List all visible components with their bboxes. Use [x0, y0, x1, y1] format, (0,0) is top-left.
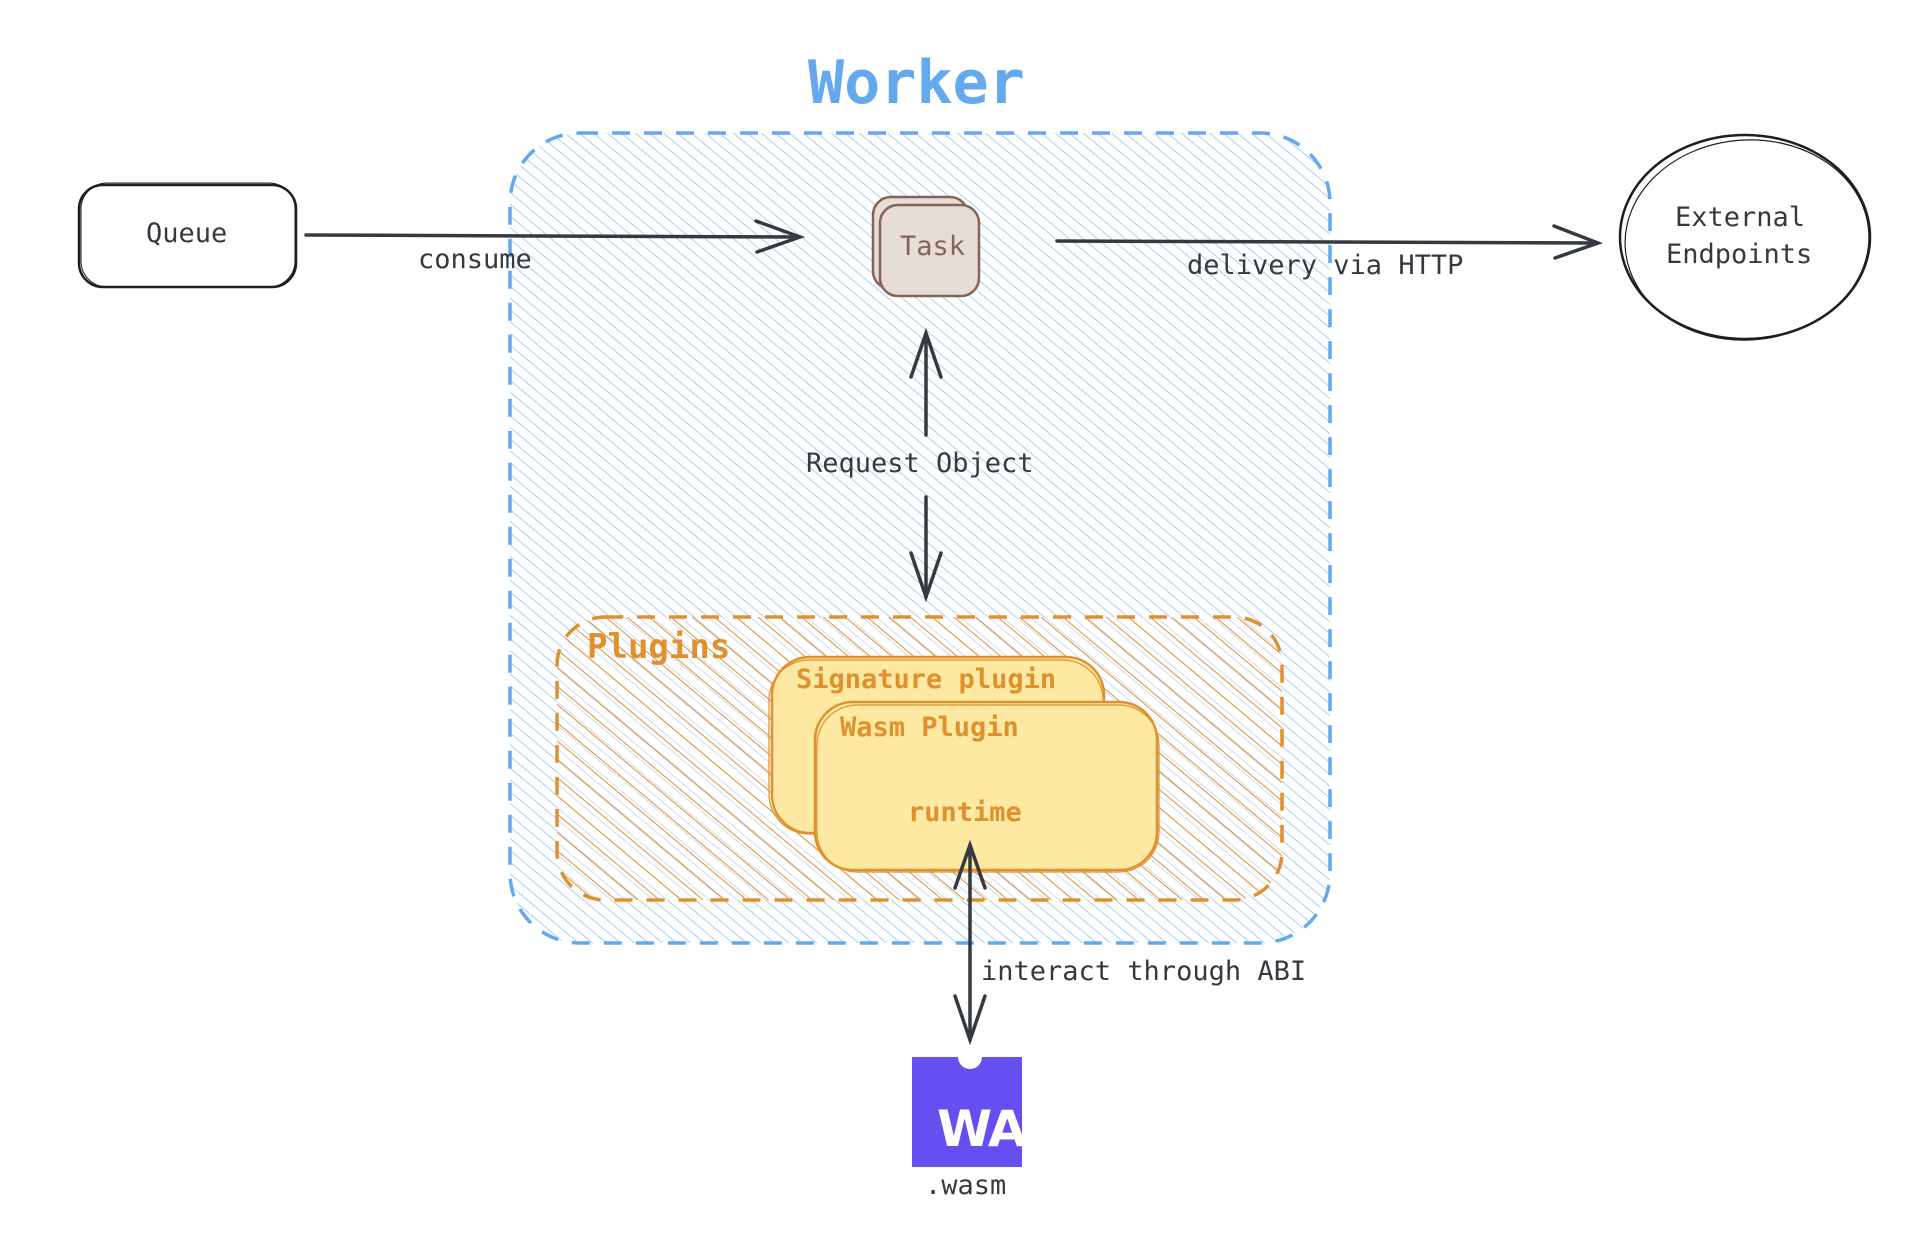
wasm-file-label: .wasm — [925, 1170, 1007, 1201]
wasm-logo-text: WA — [937, 1100, 1027, 1158]
abi-label: interact through ABI — [981, 956, 1307, 987]
plugins-label: Plugins — [587, 627, 731, 667]
abi-arrow — [953, 839, 987, 1046]
task-label: Task — [900, 231, 966, 262]
wasm-plugin-label: Wasm Plugin — [840, 712, 1019, 743]
request-object-arrow — [909, 327, 943, 603]
external-endpoints-label-line1: External — [1675, 202, 1806, 233]
wasm-plugin-card[interactable] — [813, 700, 1160, 873]
external-endpoints-label-line2: Endpoints — [1666, 239, 1813, 270]
consume-arrow — [304, 219, 806, 254]
signature-plugin-label: Signature plugin — [796, 664, 1057, 695]
queue-label: Queue — [146, 218, 228, 249]
runtime-label: runtime — [908, 797, 1022, 828]
queue-node[interactable] — [77, 182, 298, 289]
delivery-label: delivery via HTTP — [1187, 250, 1464, 281]
task-node[interactable] — [871, 195, 981, 298]
wasm-logo-icon — [912, 1057, 1022, 1167]
delivery-arrow — [1055, 224, 1604, 260]
request-object-label: Request Object — [806, 448, 1034, 479]
worker-title: Worker — [808, 48, 1025, 118]
external-endpoints-node[interactable] — [1618, 132, 1875, 349]
consume-label: consume — [418, 244, 532, 275]
